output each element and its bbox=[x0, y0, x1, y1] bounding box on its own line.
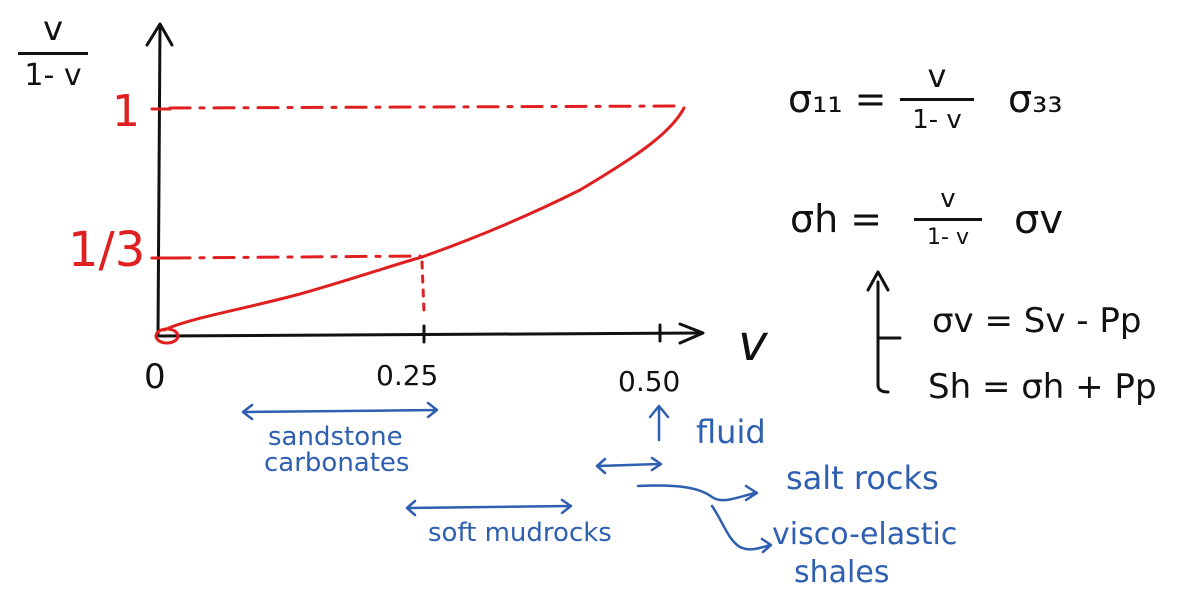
y-axis-label-bar bbox=[18, 52, 88, 55]
label-salt-rocks: salt rocks bbox=[786, 459, 939, 497]
y-axis bbox=[156, 23, 162, 338]
y-axis-arrowhead bbox=[145, 22, 174, 47]
label-fluid: fluid bbox=[696, 413, 766, 451]
label-carbonates: carbonates bbox=[264, 448, 410, 478]
x-axis-label: v bbox=[738, 314, 768, 372]
bracket-group bbox=[866, 270, 902, 394]
label-sandstone: sandstone bbox=[268, 422, 403, 452]
guide-line-one-third bbox=[168, 254, 422, 260]
eq2-denominator: 1- v bbox=[927, 225, 969, 250]
shale-connector bbox=[710, 504, 773, 554]
label-soft-mudrocks: soft mudrocks bbox=[428, 518, 612, 548]
axes bbox=[145, 22, 705, 345]
y-axis-label: v 1- v bbox=[18, 12, 88, 91]
eq2-lhs: σh = bbox=[790, 197, 883, 241]
bracket-arrowhead bbox=[866, 270, 890, 292]
range-arrows bbox=[241, 401, 773, 554]
label-shales: shales bbox=[794, 555, 890, 590]
eq2-rhs: σv bbox=[1014, 197, 1064, 243]
x-axis-arrowhead bbox=[678, 322, 705, 345]
y-tick-label-one-third: 1/3 bbox=[68, 222, 146, 278]
eq1-rhs: σ₃₃ bbox=[1008, 77, 1063, 121]
poisson-ratio-curve-group bbox=[150, 104, 686, 345]
eq1-numerator: v bbox=[927, 57, 947, 95]
x-axis bbox=[158, 331, 702, 338]
eq1-bar bbox=[900, 98, 974, 101]
eq4: Sh = σh + Pp bbox=[928, 367, 1157, 407]
x-tick-label-0: 0 bbox=[144, 357, 166, 397]
eq1-fraction: v 1- v bbox=[900, 60, 974, 133]
label-visco-elastic: visco-elastic bbox=[772, 517, 958, 552]
x-tick-label-025: 0.25 bbox=[376, 359, 439, 392]
y-tick-label-1: 1 bbox=[112, 86, 140, 137]
x-tick-label-050: 0.50 bbox=[618, 365, 681, 398]
soft-mudrocks-range-arrow bbox=[405, 498, 573, 517]
eq2-bar bbox=[914, 218, 982, 221]
eq2-fraction: v 1- v bbox=[914, 186, 982, 249]
fluid-up-arrow bbox=[648, 404, 670, 442]
y-axis-label-denominator: 1- v bbox=[24, 58, 82, 93]
y-axis-label-numerator: v bbox=[42, 9, 64, 49]
ratio-curve bbox=[162, 106, 686, 332]
salt-connector bbox=[636, 484, 759, 502]
equation-bracket bbox=[876, 280, 902, 394]
guide-drop-025 bbox=[420, 260, 426, 314]
origin-circle bbox=[154, 327, 180, 345]
salt-range-arrow bbox=[595, 456, 663, 475]
eq2-numerator: v bbox=[940, 184, 956, 214]
eq1-denominator: 1- v bbox=[912, 105, 962, 135]
eq3: σv = Sv - Pp bbox=[932, 301, 1142, 341]
sandstone-range-arrow bbox=[241, 401, 439, 421]
guide-line-1 bbox=[168, 104, 682, 110]
eq1-lhs: σ₁₁ = bbox=[788, 77, 887, 121]
